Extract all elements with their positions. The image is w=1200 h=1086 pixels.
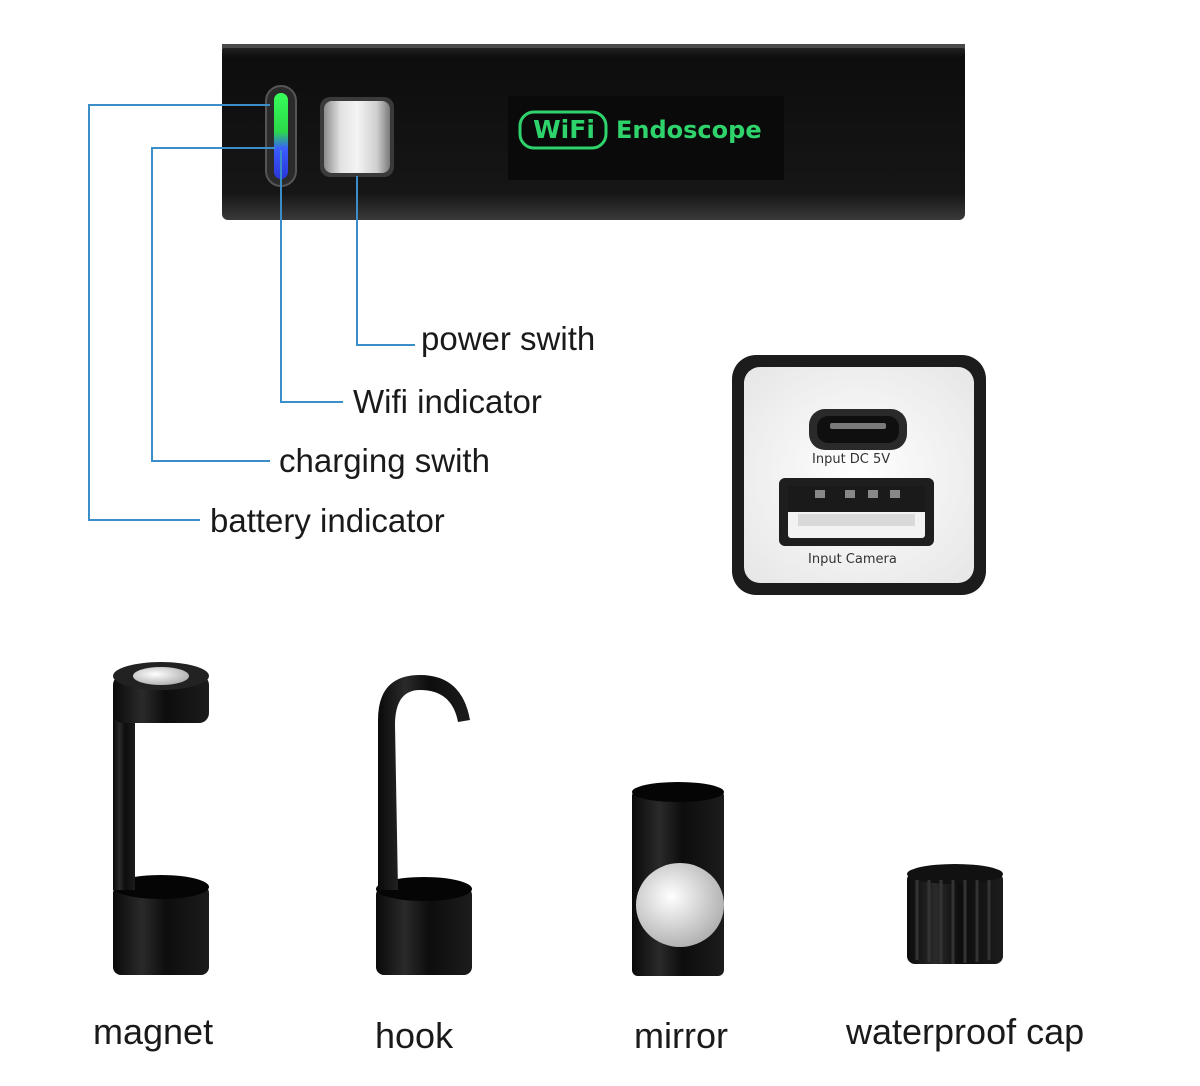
callout-line-battery xyxy=(88,104,270,521)
waterproof-cap-accessory xyxy=(907,864,1003,964)
wifi-logo xyxy=(518,110,608,150)
power-button xyxy=(324,101,390,173)
dc-input-label: Input DC 5V xyxy=(812,452,891,467)
callout-power-label: power swith xyxy=(421,320,596,357)
hook-accessory xyxy=(376,675,472,975)
callout-line-wifi xyxy=(280,150,343,403)
magnet-accessory xyxy=(113,662,209,975)
led-indicator xyxy=(274,93,288,179)
callout-battery-label: battery indicator xyxy=(210,502,445,539)
endoscope-device xyxy=(88,44,986,595)
accessory-label-hook: hook xyxy=(375,1015,454,1056)
accessory-label-mirror: mirror xyxy=(634,1015,728,1056)
endoscope-logo-text: Endoscope xyxy=(616,116,762,144)
callout-line-power xyxy=(356,176,415,346)
wifi-logo-text: WiFi xyxy=(533,115,595,144)
callout-charging-label: charging swith xyxy=(279,442,490,479)
accessories-illustration xyxy=(113,662,1003,976)
port-panel xyxy=(732,355,986,595)
callout-lines xyxy=(88,104,415,521)
accessory-label-magnet: magnet xyxy=(93,1011,214,1052)
callout-wifi-label: Wifi indicator xyxy=(353,383,542,420)
callout-line-charging xyxy=(151,147,275,462)
mirror-accessory xyxy=(632,782,724,976)
logo-plate xyxy=(508,96,784,180)
camera-input-label: Input Camera xyxy=(808,552,897,567)
accessory-label-waterproof-cap: waterproof cap xyxy=(846,1011,1085,1052)
